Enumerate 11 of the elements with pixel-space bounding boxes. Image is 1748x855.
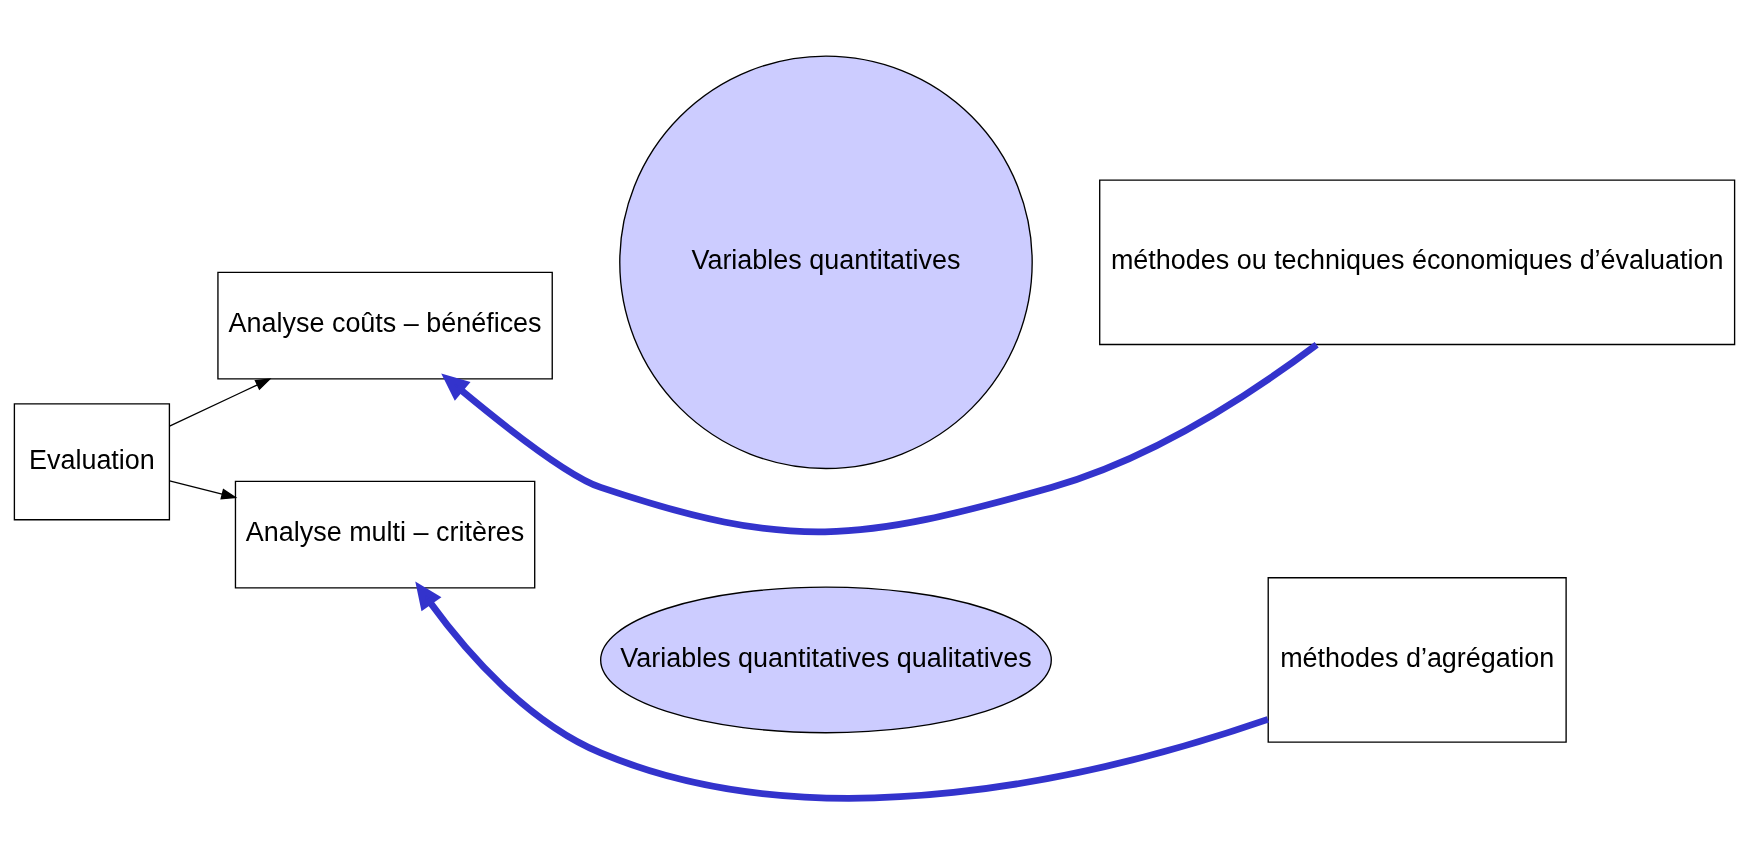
node-box: Analyse multi – critères bbox=[234, 480, 535, 589]
arrow bbox=[414, 581, 1269, 802]
node-ellipse: Variables quantitatives qualitatives bbox=[599, 586, 1052, 734]
node-box: Analyse coûts – bénéfices bbox=[216, 271, 553, 380]
node-box: Evaluation bbox=[13, 403, 170, 521]
node-circle: Variables quantitatives bbox=[618, 55, 1033, 470]
node-box: méthodes ou techniques économiques d’évaluation bbox=[1098, 179, 1735, 346]
arrow bbox=[440, 341, 1319, 535]
arrow bbox=[168, 378, 271, 427]
arrow bbox=[168, 480, 237, 500]
node-box: méthodes d’agrégation bbox=[1267, 577, 1567, 743]
